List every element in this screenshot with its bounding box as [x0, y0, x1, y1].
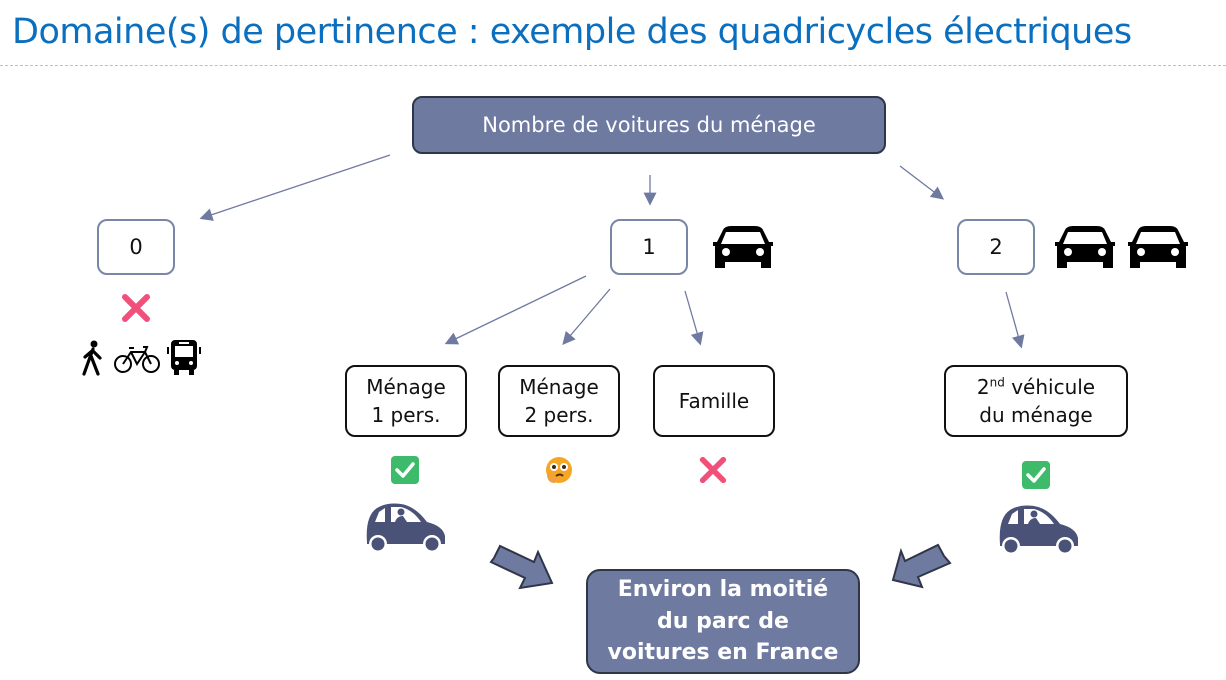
category-line: Ménage	[366, 375, 446, 399]
branch-node-0: 0	[97, 219, 175, 275]
quadricycle-icon	[366, 503, 445, 553]
branch-node-2: 2	[957, 219, 1035, 275]
bicycle-icon	[114, 346, 160, 373]
category-line: du ménage	[979, 403, 1093, 427]
check-icon	[391, 456, 419, 484]
pedestrian-icon	[82, 340, 102, 376]
branch-value: 1	[642, 235, 656, 259]
result-line: du parc de	[657, 608, 789, 634]
category-line: 2 pers.	[524, 403, 594, 427]
root-label: Nombre de voitures du ménage	[482, 113, 816, 137]
category-menage-2-pers: Ménage 2 pers.	[498, 365, 620, 437]
title-divider	[0, 65, 1226, 66]
arrow-1-to-famille	[684, 290, 704, 346]
branch-value: 0	[129, 235, 143, 259]
category-line: 1 pers.	[371, 403, 441, 427]
block-arrow-right	[489, 544, 554, 590]
thinking-face-icon	[546, 457, 572, 483]
car-icon	[713, 226, 773, 268]
category-menage-1-pers: Ménage 1 pers.	[345, 365, 467, 437]
arrow-1-to-menage2	[562, 288, 611, 345]
slide-title: Domaine(s) de pertinence : exemple des q…	[12, 12, 1132, 52]
result-node: Environ la moitié du parc de voitures en…	[586, 569, 860, 674]
arrow-root-to-2	[899, 165, 945, 200]
arrow-2-to-second	[1005, 291, 1025, 349]
cross-icon	[699, 456, 727, 484]
bus-icon	[167, 340, 201, 375]
block-arrow-left	[891, 543, 952, 589]
ordinal-number: 2	[976, 375, 990, 399]
category-line: 2nd véhicule	[977, 373, 1095, 401]
root-node: Nombre de voitures du ménage	[412, 96, 886, 154]
quadricycle-icon	[999, 505, 1078, 555]
car-icon	[1055, 226, 1115, 268]
category-text: véhicule	[1004, 375, 1096, 399]
result-line: voitures en France	[607, 640, 839, 666]
car-icon	[1128, 226, 1188, 268]
arrow-root-to-0	[199, 154, 391, 221]
branch-value: 2	[989, 235, 1003, 259]
category-line: Famille	[678, 389, 750, 413]
category-second-vehicle: 2nd véhicule du ménage	[944, 365, 1128, 437]
arrow-1-to-menage1	[444, 275, 587, 345]
category-famille: Famille	[653, 365, 775, 437]
result-line: Environ la moitié	[617, 576, 829, 602]
ordinal-suffix: nd	[989, 375, 1005, 390]
branch-node-1: 1	[610, 219, 688, 275]
cross-icon	[122, 294, 150, 322]
category-line: Ménage	[519, 375, 599, 399]
check-icon	[1022, 461, 1050, 489]
